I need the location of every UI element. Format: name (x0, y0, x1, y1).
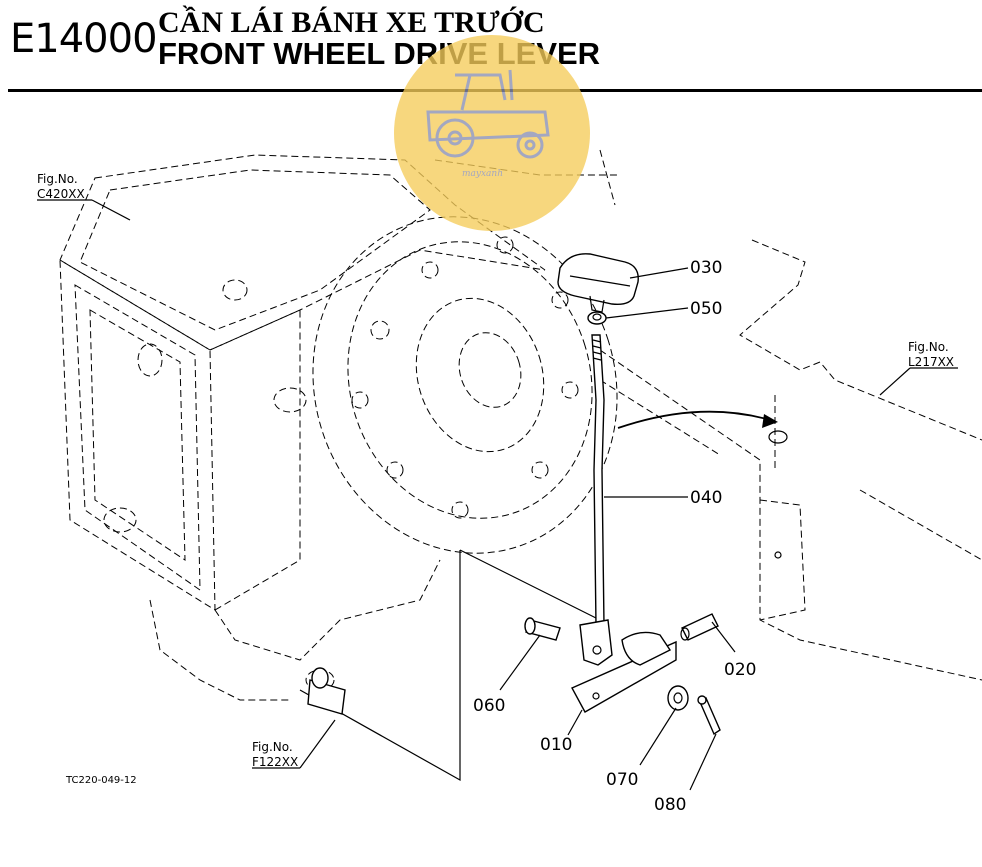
drawing-reference: TC220-049-12 (65, 775, 137, 786)
part-070-washer (667, 685, 689, 711)
part-010-plate (571, 631, 677, 713)
part-020-pin (680, 613, 719, 641)
label-030: 030 (690, 258, 722, 278)
fig-label: Fig.No. (37, 172, 78, 186)
part-040-rod (579, 334, 613, 666)
fig-code: C420XX (37, 187, 85, 201)
frame-outline (599, 239, 982, 681)
watermark-text: mayxanh (462, 169, 503, 179)
label-060: 060 (473, 696, 505, 716)
figure-reference-l217[interactable]: Fig.No. L217XX (908, 340, 954, 369)
fig-label: Fig.No. (252, 740, 293, 754)
transmission-case (59, 149, 620, 701)
figure-reference-c420[interactable]: Fig.No. C420XX (37, 172, 85, 201)
part-030-knob (557, 253, 639, 313)
figure-reference-f122[interactable]: Fig.No. F122XX (252, 740, 298, 769)
title-vietnamese: CẦN LÁI BÁNH XE TRƯỚC (158, 6, 545, 39)
label-070: 070 (606, 770, 638, 790)
label-010: 010 (540, 735, 572, 755)
label-020: 020 (724, 660, 756, 680)
part-060-pin (524, 617, 561, 641)
section-code: E14000 (10, 16, 158, 62)
watermark-logo: mayxanh (394, 35, 590, 231)
label-040: 040 (690, 488, 722, 508)
label-050: 050 (690, 299, 722, 319)
fig-code: L217XX (908, 355, 954, 369)
part-labels: 030 050 040 020 060 010 070 080 (473, 258, 756, 815)
shaft-f122 (307, 667, 346, 715)
fig-code: F122XX (252, 755, 298, 769)
fig-label: Fig.No. (908, 340, 949, 354)
leader-lines (37, 199, 958, 791)
part-080-cotter-pin (697, 695, 721, 736)
tractor-icon (426, 69, 550, 159)
linkage-frame (299, 549, 601, 782)
part-050-nut (587, 311, 607, 325)
label-080: 080 (654, 795, 686, 815)
